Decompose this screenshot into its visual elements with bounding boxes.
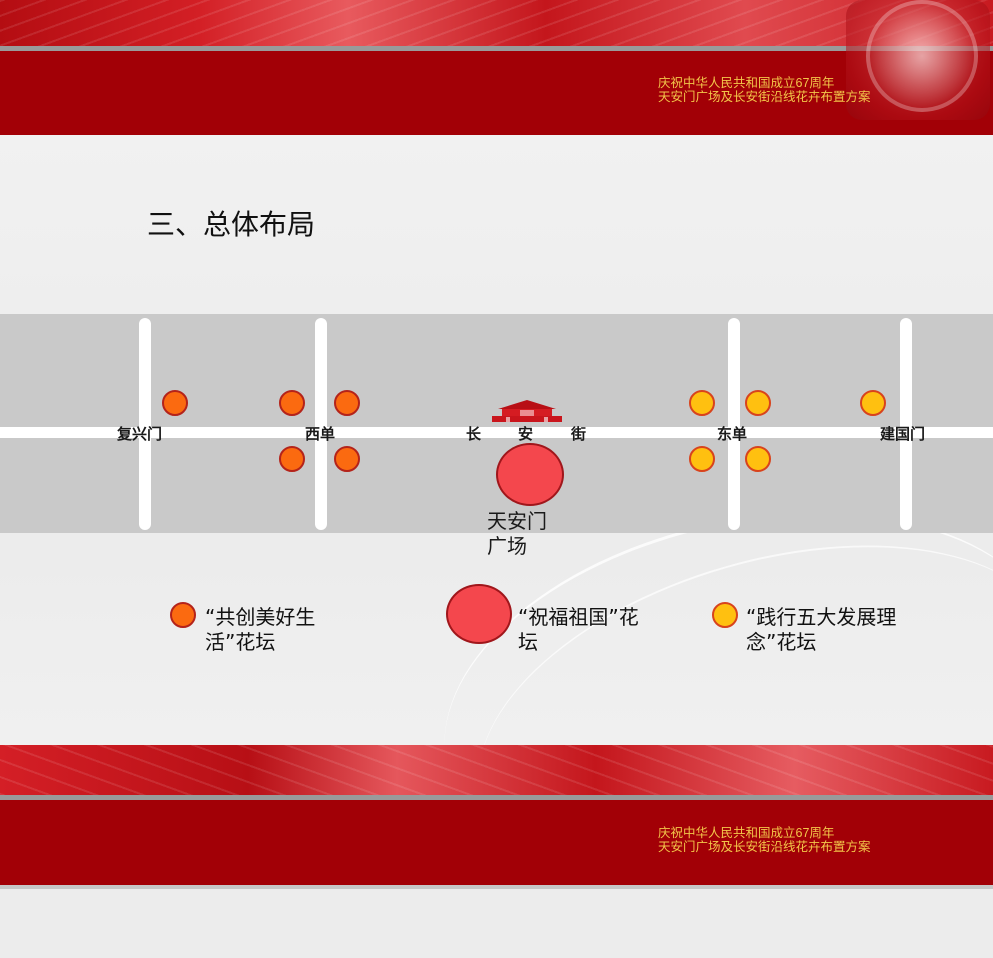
cross-street-jianguomen [900,318,912,530]
footer-caption: 庆祝中华人民共和国成立67周年 天安门广场及长安街沿线花卉布置方案 [658,826,871,854]
header-separator [0,46,993,51]
legend-item-2-line1: “祝福祖国”花 [518,605,639,629]
legend-yellow-marker [712,602,738,628]
footer-edge [0,885,993,889]
flower-bed-marker-xidan-nw [279,390,305,416]
street-char-an: 安 [518,425,534,443]
legend-item-1-line1: “共创美好生 [205,605,316,629]
legend-item-3: “践行五大发展理 念”花坛 [746,605,896,655]
flower-bed-marker-tiananmen-square [496,443,564,506]
header-caption: 庆祝中华人民共和国成立67周年 天安门广场及长安街沿线花卉布置方案 [658,76,871,104]
cross-street-dongdan [728,318,740,530]
square-label: 天安门 广场 [487,509,567,559]
cross-street-fuxingmen [139,318,151,530]
flower-bed-marker-xidan-se [334,446,360,472]
flower-bed-marker-xidan-ne [334,390,360,416]
legend-item-2: “祝福祖国”花 坛 [518,605,639,655]
flower-bed-marker-jianguomen [860,390,886,416]
footer-caption-line2: 天安门广场及长安街沿线花卉布置方案 [658,840,871,854]
footer-decoration-strip [0,745,993,795]
header-band [0,51,993,135]
legend-item-1-line2: 活”花坛 [205,630,276,654]
flower-bed-marker-dongdan-nw [689,390,715,416]
header-caption-line1: 庆祝中华人民共和国成立67周年 [658,76,835,90]
legend-item-3-line2: 念”花坛 [746,630,817,654]
header-caption-line2: 天安门广场及长安街沿线花卉布置方案 [658,90,871,104]
footer-caption-line1: 庆祝中华人民共和国成立67周年 [658,826,835,840]
corner-emblem-ring [866,0,978,112]
street-char-jie: 街 [571,425,587,443]
footer-band [0,800,993,885]
footer-separator [0,795,993,800]
changan-street [0,427,993,438]
station-fuxingmen: 复兴门 [117,425,163,443]
cross-street-xidan [315,318,327,530]
flower-bed-marker-dongdan-sw [689,446,715,472]
station-dongdan: 东单 [717,425,748,443]
square-label-line2: 广场 [487,534,527,558]
flower-bed-marker-dongdan-se [745,446,771,472]
street-char-chang: 长 [466,425,482,443]
station-jianguomen: 建国门 [880,425,926,443]
flower-bed-marker-xidan-sw [279,446,305,472]
section-heading: 三、总体布局 [147,208,316,241]
legend-red-marker [446,584,512,644]
map-road-band [0,314,993,533]
legend-orange-marker [170,602,196,628]
square-label-line1: 天安门 [487,509,547,533]
legend-item-1: “共创美好生 活”花坛 [205,605,315,655]
legend-item-3-line1: “践行五大发展理 [746,605,897,629]
header-decoration-strip [0,0,993,46]
legend-item-2-line2: 坛 [518,630,538,654]
flower-bed-marker-fuxingmen [162,390,188,416]
flower-bed-marker-dongdan-ne [745,390,771,416]
tiananmen-gate-icon [492,400,562,422]
station-xidan: 西单 [305,425,336,443]
